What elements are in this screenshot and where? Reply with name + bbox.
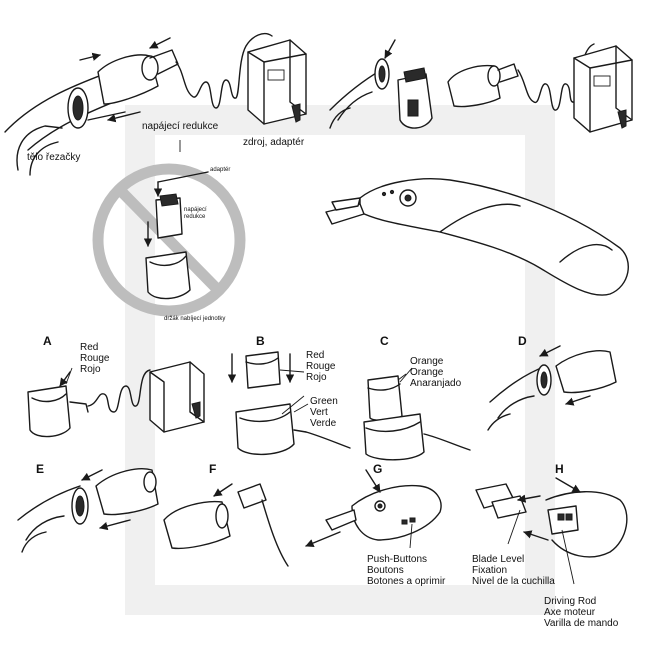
step-c-illustration (363, 367, 471, 461)
step-g-push-buttons-label: Push-Buttons Boutons Botones a oprimir (367, 554, 445, 587)
step-c-color-fr: Orange (410, 367, 444, 378)
label-power-supply: zdroj, adaptér (243, 137, 305, 148)
step-b-green-es: Verde (310, 418, 337, 429)
step-letter-e: E (36, 462, 45, 476)
scissor-cutter-illustration (325, 178, 629, 296)
power-supply-top (247, 39, 307, 125)
step-a-color-fr: Rouge (80, 353, 110, 364)
cutter-body-top-right (329, 39, 396, 129)
step-b-red-label: Red Rouge Rojo (306, 350, 335, 383)
step-letter-d: D (518, 334, 527, 348)
label-forbidden-plug-line2: redukce (184, 214, 206, 220)
step-h-blade-label: Blade Level Fixation Nivel de la cuchill… (472, 554, 555, 587)
coiled-cord-top (175, 32, 273, 109)
forbidden-sign (92, 163, 246, 317)
step-letter-c: C (380, 334, 389, 348)
step-f-illustration (163, 483, 289, 567)
step-b-green-fr: Vert (310, 407, 328, 418)
charger-plug-top-right (397, 67, 433, 129)
step-a-color-es: Rojo (80, 364, 101, 375)
label-cutter-body: tělo řezačky (27, 152, 81, 163)
step-letter-b: B (256, 334, 265, 348)
step-letter-f: F (209, 462, 217, 476)
step-h-blade-en: Blade Level (472, 554, 525, 565)
step-b-green-label: Green Vert Verde (310, 396, 338, 429)
step-g-callout-es: Botones a oprimir (367, 576, 446, 587)
step-c-color-en: Orange (410, 356, 444, 367)
background-watermark (125, 105, 555, 615)
step-b-illustration (227, 351, 351, 456)
step-d-illustration (487, 345, 617, 431)
step-letter-g: G (373, 462, 383, 476)
step-h-rod-es: Varilla de mando (544, 618, 619, 629)
step-a-color-en: Red (80, 342, 99, 353)
step-c-color-es: Anaranjado (410, 378, 462, 389)
step-letter-h: H (555, 462, 564, 476)
cutter-body-illustration (4, 67, 129, 176)
step-h-rod-label: Driving Rod Axe moteur Varilla de mando (544, 596, 618, 629)
adapter-plug-illustration (79, 37, 179, 123)
label-forbidden-holder: držák nabíjecí jednotky (164, 316, 226, 322)
step-letter-a: A (43, 334, 52, 348)
label-adapter-plug: napájecí redukce (142, 121, 219, 132)
step-e-illustration (17, 468, 159, 553)
step-h-blade-fr: Fixation (472, 565, 508, 576)
label-forbidden-adapter: adaptér (210, 167, 231, 173)
step-h-rod-en: Driving Rod (544, 596, 597, 607)
step-b-red-es: Rojo (306, 372, 327, 383)
label-leader-lines (65, 140, 407, 413)
label-forbidden-plug-line1: napájecí (184, 207, 207, 213)
step-h-rod-fr: Axe moteur (544, 607, 596, 618)
step-b-red-en: Red (306, 350, 325, 361)
step-b-green-en: Green (310, 396, 338, 407)
step-b-red-fr: Rouge (306, 361, 336, 372)
step-a-color-label: Red Rouge Rojo (80, 342, 109, 375)
step-c-color-label: Orange Orange Anaranjado (410, 356, 461, 389)
step-g-callout-fr: Boutons (367, 565, 404, 576)
adapter-plug-top-right (447, 63, 519, 108)
step-h-illustration (475, 477, 628, 585)
power-supply-top-right (573, 45, 633, 133)
step-a-illustration (27, 361, 205, 438)
step-g-illustration (305, 469, 442, 549)
step-h-blade-es: Nivel de la cuchilla (472, 576, 555, 587)
step-g-callout-en: Push-Buttons (367, 554, 428, 565)
